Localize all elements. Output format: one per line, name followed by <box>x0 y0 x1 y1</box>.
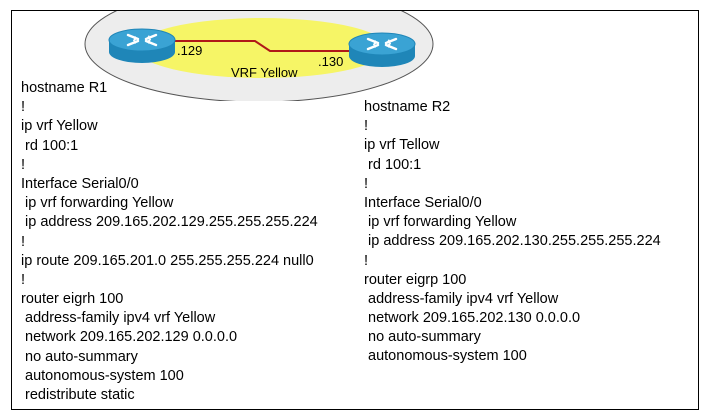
config-line: no auto-summary <box>21 348 138 365</box>
r1-config-block: hostname R1! ip vrf Yellow rd 100:1! Inter… <box>21 79 318 405</box>
config-line: autonomous-system 100 <box>21 367 184 384</box>
router-r2-icon <box>348 32 416 67</box>
config-line: ip address 209.165.202.130.255.255.255.2… <box>364 233 661 250</box>
config-line: ip address 209.165.202.129.255.255.255.2… <box>21 214 318 231</box>
config-line: ip vrf Yellow <box>21 118 98 135</box>
config-line: router eigrh 100 <box>21 291 124 308</box>
config-line: ip route 209.165.201.0 255.255.255.224 n… <box>21 252 314 269</box>
config-line: hostname R2 <box>364 99 451 115</box>
vrf-yellow-ellipse <box>136 18 388 78</box>
config-line: ! <box>364 118 369 135</box>
config-line: ! <box>21 233 26 250</box>
diagram-frame: .129 .130 VRF Yellow hostname R1! ip vrf … <box>11 10 699 410</box>
config-line: address-family ipv4 vrf Yellow <box>364 290 559 307</box>
vrf-topology: .129 .130 VRF Yellow <box>84 11 434 101</box>
config-line: rd 100:1 <box>21 137 79 154</box>
r2-interface-label: .130 <box>318 54 343 69</box>
config-line: ip vrf forwarding Yellow <box>364 214 517 231</box>
config-line: network 209.165.202.129 0.0.0.0 <box>21 329 238 346</box>
config-line: rd 100:1 <box>364 156 422 173</box>
config-line: ! <box>21 99 26 116</box>
config-line: ! <box>364 252 369 269</box>
config-line: network 209.165.202.130 0.0.0.0 <box>364 310 581 327</box>
config-line: ! <box>21 156 26 173</box>
config-line: Interface Serial0/0 <box>21 175 139 192</box>
config-line: autonomous-system 100 <box>364 348 527 365</box>
config-line: ip vrf forwarding Yellow <box>21 195 174 212</box>
serial-link <box>172 40 357 52</box>
vrf-label: VRF Yellow <box>231 65 298 80</box>
config-line: Interface Serial0/0 <box>364 194 482 211</box>
config-line: hostname R1 <box>21 80 108 96</box>
config-line: no auto-summary <box>364 329 481 346</box>
router-r1-icon <box>108 28 176 63</box>
config-line: router eigrp 100 <box>364 271 467 288</box>
config-line: redistribute static <box>21 387 135 403</box>
config-line: ip vrf Tellow <box>364 137 440 154</box>
config-line: ! <box>21 271 26 288</box>
r1-interface-label: .129 <box>177 43 202 58</box>
r2-config-block: hostname R2! ip vrf Tellow rd 100:1! Inter… <box>364 98 661 367</box>
config-line: ! <box>364 175 369 192</box>
config-line: address-family ipv4 vrf Yellow <box>21 310 216 327</box>
